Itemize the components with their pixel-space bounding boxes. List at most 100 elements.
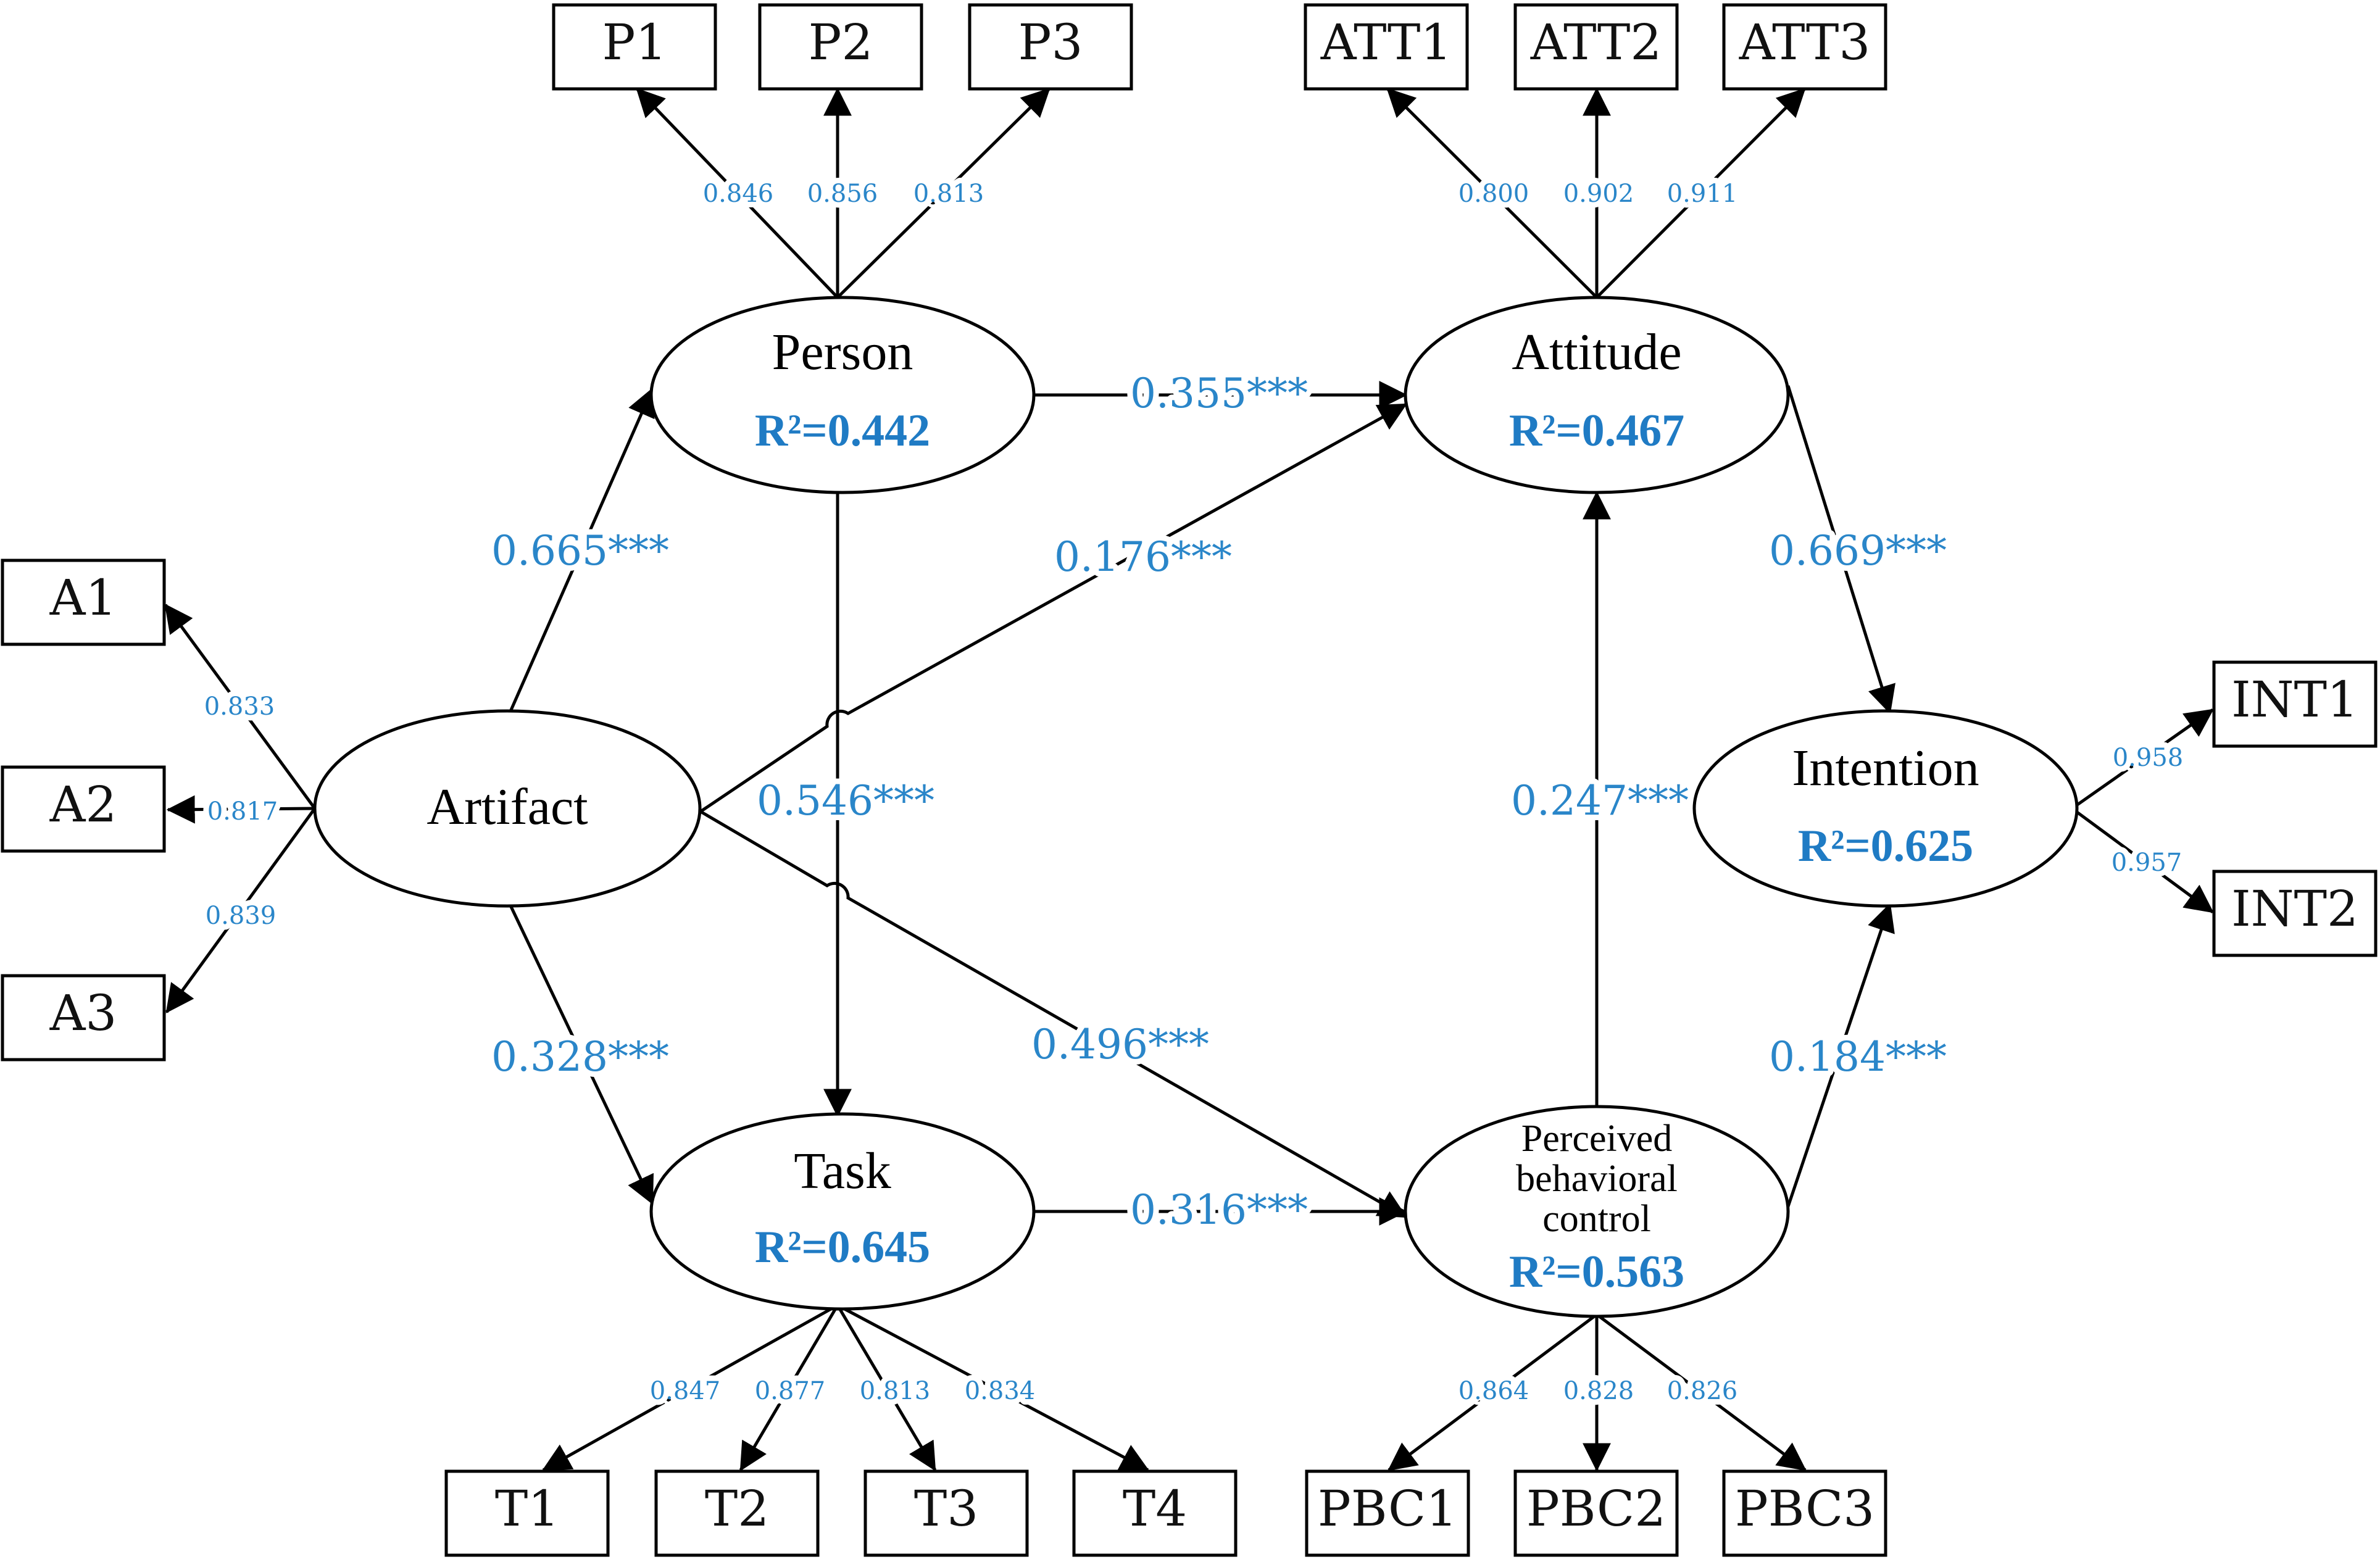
indicator-box xyxy=(1305,1469,1470,1557)
latent-name-line: behavioral xyxy=(1516,1158,1678,1200)
indicator-label: PBC2 xyxy=(1526,1480,1666,1537)
indicators-artifact: A1 A2 A3 xyxy=(1,559,166,1061)
path-coef-person-attitude: 0.355*** xyxy=(1130,370,1308,417)
latent-name: Task xyxy=(794,1142,891,1200)
latent-ellipse xyxy=(1692,709,2079,908)
loading-coef: 0.902 xyxy=(1563,180,1634,208)
r-squared: R²=0.442 xyxy=(755,405,930,456)
indicator-label: PBC3 xyxy=(1735,1480,1874,1537)
indicator-box xyxy=(968,3,1133,91)
indicator-label: P1 xyxy=(602,14,667,71)
indicator-box xyxy=(1513,3,1679,91)
indicators-attitude: ATT1 ATT2 ATT3 xyxy=(1304,3,1887,91)
path-coef-artifact-attitude: 0.176*** xyxy=(1054,533,1232,581)
latent-ellipse xyxy=(1404,1105,1790,1318)
latent-name: Person xyxy=(772,323,913,381)
indicator-label: T4 xyxy=(1123,1480,1187,1537)
indicator-box xyxy=(2212,870,2378,957)
loading-coef: 0.817 xyxy=(207,797,278,826)
indicator-label: A3 xyxy=(49,984,117,1042)
latent-attitude: Attitude R²=0.467 xyxy=(1404,296,1790,494)
indicator-label: T2 xyxy=(705,1480,769,1537)
edge-artifact-a3 xyxy=(165,807,317,1013)
indicator-box xyxy=(1,559,166,646)
path-coef-artifact-pbc: 0.496*** xyxy=(1031,1021,1209,1068)
edge-task-t3 xyxy=(836,1304,937,1471)
indicator-box xyxy=(654,1469,820,1557)
loading-coef: 0.957 xyxy=(2112,849,2182,877)
r-squared: R²=0.563 xyxy=(1509,1247,1684,1297)
edge-pbc-pbc1 xyxy=(1388,1313,1598,1472)
indicator-label: INT1 xyxy=(2231,671,2358,728)
path-attitude-intention xyxy=(1786,385,1895,715)
indicator-box xyxy=(758,3,923,91)
edge-task-t4 xyxy=(836,1303,1150,1472)
latent-ellipse xyxy=(649,1112,1036,1311)
latent-ellipse xyxy=(649,296,1036,494)
r-squared: R²=0.467 xyxy=(1509,405,1684,456)
r-squared: R²=0.625 xyxy=(1798,821,1973,871)
indicator-label: T3 xyxy=(914,1480,978,1537)
latent-name-line: control xyxy=(1542,1198,1651,1240)
r-squared: R²=0.645 xyxy=(755,1222,930,1273)
edge-person-p1 xyxy=(636,88,839,299)
loading-labels: 0.846 0.856 0.813 0.800 0.902 0.911 0.83… xyxy=(199,174,2189,1411)
indicator-box xyxy=(1072,1469,1238,1557)
loading-coef: 0.847 xyxy=(650,1377,721,1405)
loading-coef: 0.839 xyxy=(206,902,277,930)
latent-pbc: Perceived behavioral control R²=0.563 xyxy=(1404,1105,1790,1318)
edge-intention-int2 xyxy=(2071,807,2214,914)
path-artifact-attitude xyxy=(699,402,1408,813)
latent-ellipse xyxy=(313,709,702,908)
loading-coef: 0.856 xyxy=(807,180,878,208)
indicator-box xyxy=(1,974,166,1061)
indicator-label: A1 xyxy=(49,569,117,626)
loading-coef: 0.826 xyxy=(1667,1377,1738,1405)
latent-artifact: Artifact xyxy=(313,709,702,908)
latent-name: Intention xyxy=(1792,739,1979,797)
latent-name-line: Perceived xyxy=(1521,1118,1672,1160)
indicator-box xyxy=(1722,1469,1887,1557)
indicator-label: ATT3 xyxy=(1739,14,1871,71)
latent-person: Person R²=0.442 xyxy=(649,296,1036,494)
indicator-box xyxy=(444,1469,610,1557)
indicator-label: PBC1 xyxy=(1318,1480,1457,1537)
edge-pbc-pbc3 xyxy=(1596,1313,1807,1472)
loading-coef: 0.846 xyxy=(703,180,774,208)
indicator-box xyxy=(1,765,166,853)
path-labels: 0.355*** 0.665*** 0.176*** 0.669*** 0.54… xyxy=(486,364,1952,1239)
path-artifact-task xyxy=(508,903,654,1205)
path-artifact-pbc xyxy=(699,810,1407,1219)
indicator-box xyxy=(1722,3,1887,91)
indicator-label: P2 xyxy=(809,14,873,71)
indicator-box xyxy=(552,3,717,91)
latent-ellipse xyxy=(1404,296,1790,494)
loading-coef: 0.834 xyxy=(965,1377,1036,1405)
edge-person-p3 xyxy=(836,88,1051,299)
latent-name: Attitude xyxy=(1512,323,1681,381)
indicators-pbc: PBC1 PBC2 PBC3 xyxy=(1305,1469,1887,1557)
path-coef-pbc-intention: 0.184*** xyxy=(1769,1033,1947,1081)
indicator-label: ATT1 xyxy=(1320,14,1452,71)
path-coef-person-task: 0.546*** xyxy=(757,777,934,825)
latent-intention: Intention R²=0.625 xyxy=(1692,709,2079,908)
path-pbc-intention xyxy=(1786,902,1895,1207)
indicator-box xyxy=(863,1469,1029,1557)
indicator-label: T1 xyxy=(495,1480,559,1537)
edge-attitude-att3 xyxy=(1596,88,1806,299)
edge-task-t2 xyxy=(739,1304,839,1471)
latent-name: Artifact xyxy=(426,778,588,836)
indicator-label: INT2 xyxy=(2231,880,2358,937)
path-coef-artifact-person: 0.665*** xyxy=(491,527,669,575)
latent-task: Task R²=0.645 xyxy=(649,1112,1036,1311)
indicators-person: P1 P2 P3 xyxy=(552,3,1133,91)
edge-artifact-a1 xyxy=(164,604,317,810)
loading-coef: 0.828 xyxy=(1563,1377,1634,1405)
loading-coef: 0.813 xyxy=(913,180,984,208)
edge-attitude-att1 xyxy=(1386,88,1598,299)
path-artifact-person xyxy=(508,387,655,714)
loading-coef: 0.833 xyxy=(204,692,275,721)
indicator-label: ATT2 xyxy=(1530,14,1662,71)
indicator-box xyxy=(1304,3,1469,91)
edge-task-t1 xyxy=(541,1303,839,1472)
